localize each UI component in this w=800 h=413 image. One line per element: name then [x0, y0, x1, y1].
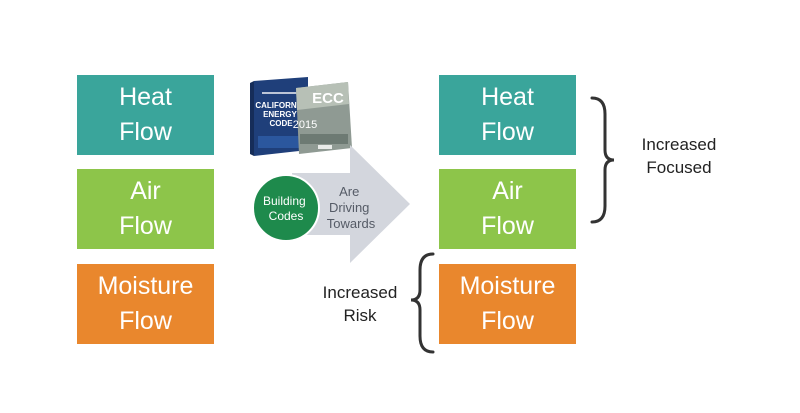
- back-book-title-line-1: CALIFORNIA: [255, 101, 305, 110]
- left-air-flow-text: Air Flow: [119, 177, 172, 240]
- circle-label-line-1: Building: [263, 194, 306, 208]
- arrow-label: Are Driving Towards: [327, 184, 376, 231]
- circle-label-line-2: Codes: [269, 209, 304, 223]
- back-book-title-line-2: ENERGY: [263, 110, 297, 119]
- left-heat-flow-box: Heat Flow: [77, 75, 214, 155]
- iecc-2015-book-image: ECC 2015: [293, 82, 352, 154]
- california-energy-code-book-image: CALIFORNIA ENERGY CODE: [250, 77, 308, 156]
- building-codes-circle: [252, 174, 320, 242]
- left-heat-flow-text: Heat Flow: [119, 83, 172, 146]
- right-heat-flow-box: Heat Flow: [439, 75, 576, 155]
- back-book-title-line-3: CODE: [269, 119, 293, 128]
- right-air-flow-box: Air Flow: [439, 169, 576, 249]
- arrow-label-line-2: Driving: [329, 200, 369, 215]
- front-book-title: ECC: [312, 90, 344, 107]
- right-moisture-flow-box: Moisture Flow: [439, 264, 576, 344]
- front-book-year: 2015: [293, 119, 317, 131]
- arrow-label-line-1: Are: [339, 184, 359, 199]
- right-air-flow-text: Air Flow: [481, 177, 534, 240]
- left-moisture-flow-text: Moisture Flow: [97, 272, 194, 335]
- circle-label: Building Codes: [263, 194, 309, 223]
- back-book-title: CALIFORNIA ENERGY CODE: [255, 101, 306, 128]
- increased-focused-label: Increased Focused: [641, 135, 717, 177]
- right-moisture-flow-text: Moisture Flow: [459, 272, 556, 335]
- right-heat-flow-text: Heat Flow: [481, 83, 534, 146]
- driving-towards-arrow: [292, 145, 410, 263]
- risk-brace: [410, 252, 435, 354]
- increased-risk-label: Increased Risk: [322, 283, 398, 325]
- left-air-flow-box: Air Flow: [77, 169, 214, 249]
- arrow-label-line-3: Towards: [327, 216, 376, 231]
- left-moisture-flow-box: Moisture Flow: [77, 264, 214, 344]
- focus-brace: [590, 96, 615, 224]
